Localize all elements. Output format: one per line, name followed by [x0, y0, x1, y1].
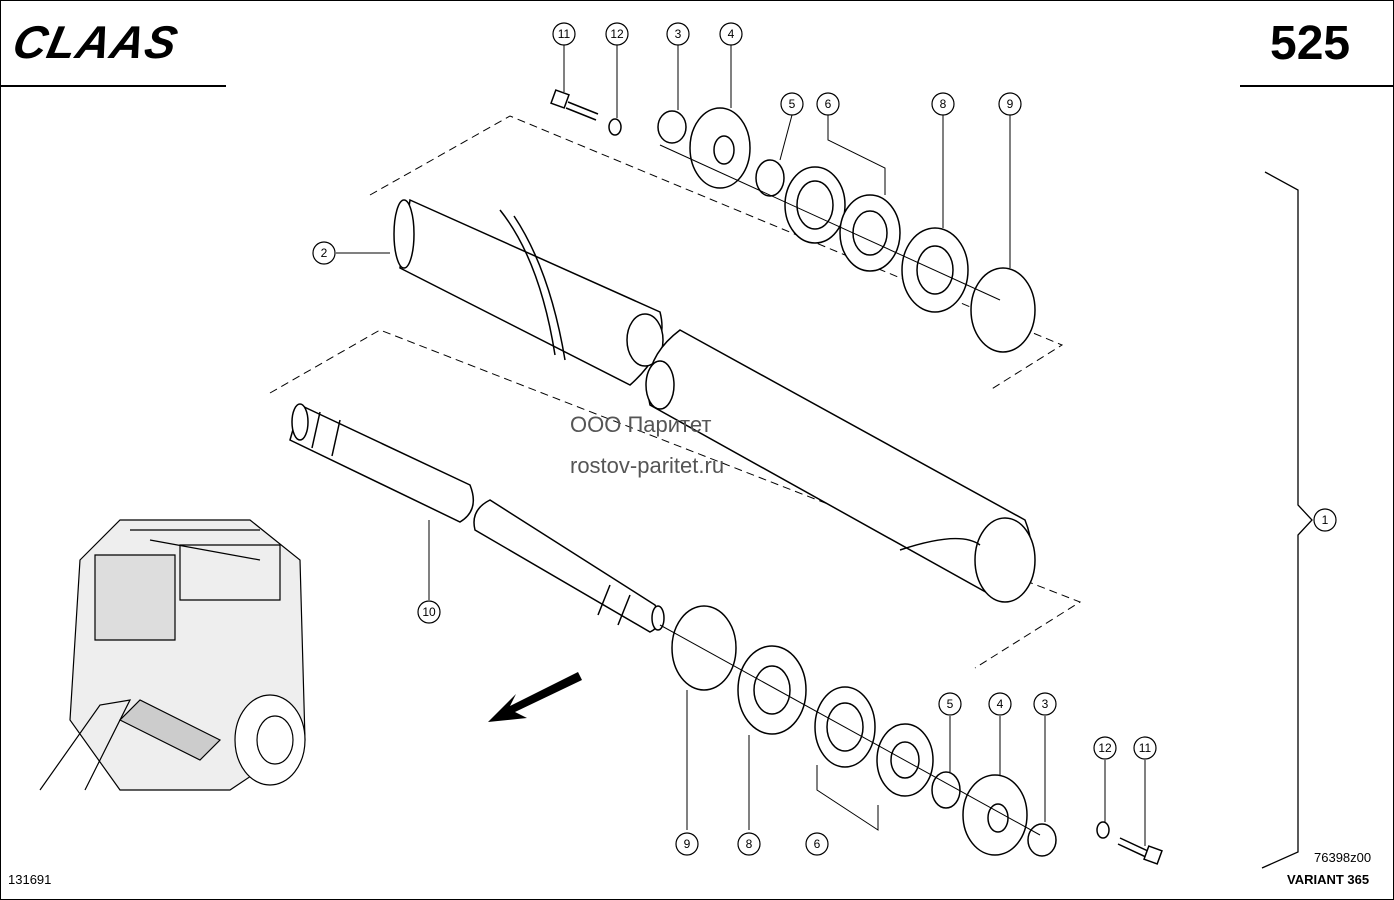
svg-text:10: 10	[422, 605, 436, 619]
svg-text:9: 9	[684, 837, 691, 851]
callout-11-bottom: 11	[1133, 736, 1157, 760]
callout-5-bottom: 5	[938, 692, 962, 716]
svg-text:8: 8	[746, 837, 753, 851]
assembly-bracket	[1261, 171, 1313, 869]
callout-2: 2	[312, 241, 336, 265]
tube-lower-section	[645, 329, 1036, 603]
svg-text:5: 5	[789, 97, 796, 111]
callout-1: 1	[1313, 508, 1337, 532]
callouts: 1 2 11 12 3 4 5 6 8 9 10 9 8 6 5 4 3 12 …	[312, 22, 1337, 856]
callout-11-top: 11	[552, 22, 576, 46]
shaft	[289, 403, 665, 633]
callout-3-bottom: 3	[1033, 692, 1057, 716]
svg-text:3: 3	[675, 27, 682, 41]
svg-text:6: 6	[825, 97, 832, 111]
group-outline-upper	[369, 115, 1064, 391]
callout-3-top: 3	[666, 22, 690, 46]
svg-text:5: 5	[947, 697, 954, 711]
brand-logo: CLAAS	[8, 16, 183, 68]
lower-axis	[659, 624, 1041, 836]
drawing-code: 76398z00	[1314, 850, 1372, 865]
callout-12-top: 12	[605, 22, 629, 46]
model-name: VARIANT 365	[1287, 872, 1370, 887]
svg-text:11: 11	[1139, 741, 1152, 755]
watermark-company: ООО Паритет	[570, 412, 712, 437]
leader-lines	[336, 45, 1146, 846]
callout-8-bottom: 8	[737, 832, 761, 856]
lower-hardware	[671, 605, 1163, 865]
callout-9-top: 9	[998, 92, 1022, 116]
svg-text:9: 9	[1007, 97, 1014, 111]
svg-text:12: 12	[1098, 741, 1112, 755]
svg-text:11: 11	[558, 27, 571, 41]
callout-6-top: 6	[816, 92, 840, 116]
svg-text:12: 12	[610, 27, 624, 41]
svg-text:6: 6	[814, 837, 821, 851]
callout-5-top: 5	[780, 92, 804, 116]
tube-upper-section	[393, 198, 664, 386]
svg-text:2: 2	[321, 246, 328, 260]
callout-6-bottom: 6	[805, 832, 829, 856]
callout-9-bottom: 9	[675, 832, 699, 856]
callout-4-bottom: 4	[988, 692, 1012, 716]
svg-text:8: 8	[940, 97, 947, 111]
callout-4-top: 4	[719, 22, 743, 46]
svg-text:1: 1	[1322, 513, 1329, 527]
svg-text:4: 4	[997, 697, 1004, 711]
direction-arrow-icon	[488, 672, 582, 722]
page-number: 525	[1270, 17, 1351, 70]
group-outline-lower	[269, 329, 1082, 669]
baler-machine-illustration	[39, 519, 306, 791]
sheet-id: 131691	[8, 872, 52, 887]
svg-text:4: 4	[728, 27, 735, 41]
upper-axis	[659, 144, 1001, 301]
callout-12-bottom: 12	[1093, 736, 1117, 760]
watermark-url: rostov-paritet.ru	[570, 453, 725, 478]
upper-hardware	[550, 89, 1036, 353]
callout-10: 10	[417, 600, 441, 624]
svg-text:3: 3	[1042, 697, 1049, 711]
callout-8-top: 8	[931, 92, 955, 116]
